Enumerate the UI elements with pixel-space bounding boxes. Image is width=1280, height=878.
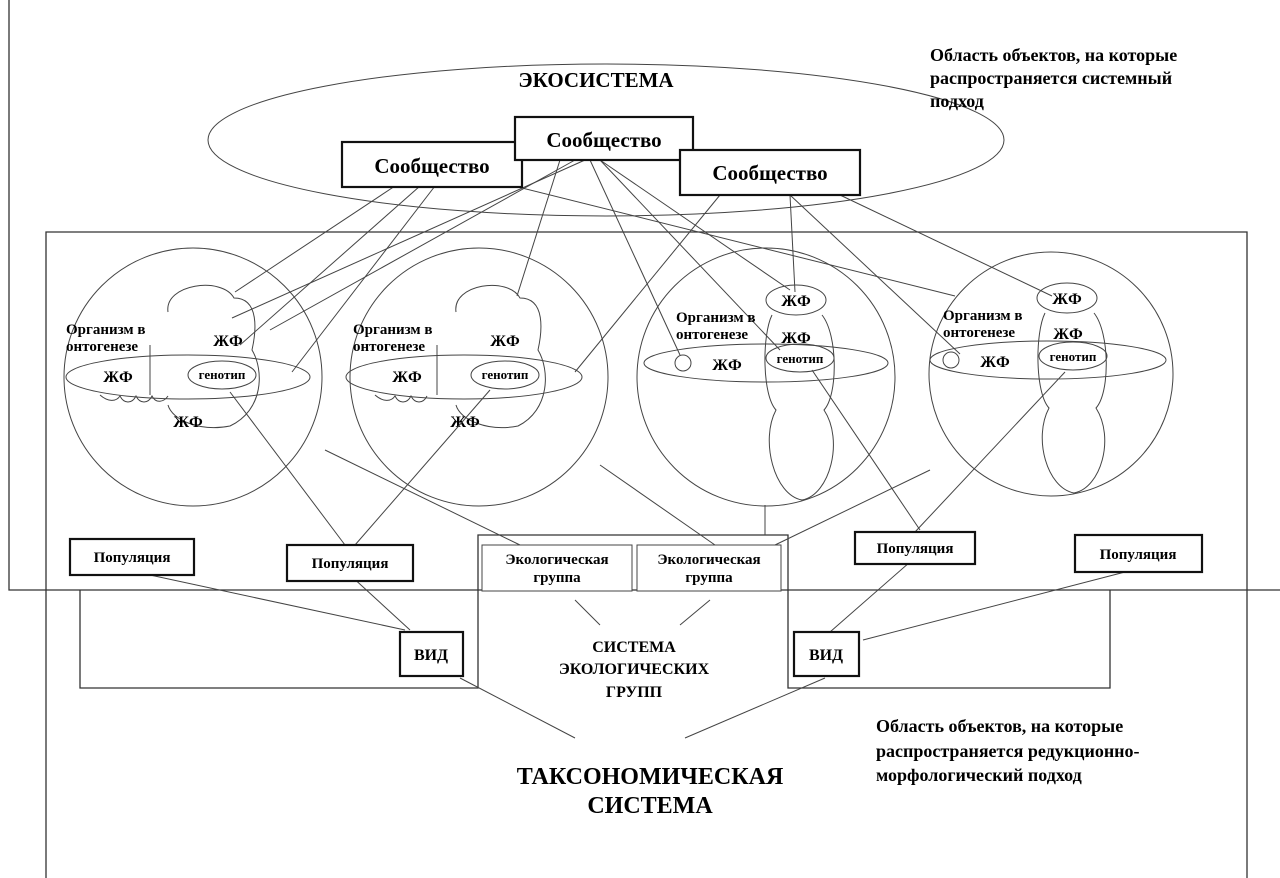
svg-text:ГРУПП: ГРУПП xyxy=(606,684,663,701)
svg-text:морфологический подход: морфологический подход xyxy=(876,765,1082,785)
organism-1: Организм в онтогенезе ЖФ ЖФ генотип ЖФ xyxy=(63,247,323,507)
life-form-label: ЖФ xyxy=(213,333,243,350)
svg-text:СИСТЕМА: СИСТЕМА xyxy=(587,793,713,819)
taxonomic-system-title: ТАКСОНОМИЧЕСКАЯ СИСТЕМА xyxy=(517,764,784,819)
life-form-label: ЖФ xyxy=(1053,326,1083,343)
life-form-label: ЖФ xyxy=(781,330,811,347)
community-box: Сообщество xyxy=(513,115,695,162)
life-form-label: ЖФ xyxy=(1052,291,1082,308)
life-form-label: ЖФ xyxy=(392,369,422,386)
reductionist-area-note: Область объектов, на которые распростран… xyxy=(876,716,1140,785)
organism-label: Организм в xyxy=(943,308,1023,324)
life-form-label: ЖФ xyxy=(490,333,520,350)
community-links xyxy=(231,159,1053,373)
svg-text:подход: подход xyxy=(930,91,984,111)
organism-label: Организм в xyxy=(66,322,146,338)
svg-text:Область объектов, на которые: Область объектов, на которые xyxy=(930,45,1177,65)
organism-2: Организм в онтогенезе ЖФ ЖФ генотип ЖФ xyxy=(345,247,609,507)
svg-text:ЭКОЛОГИЧЕСКИХ: ЭКОЛОГИЧЕСКИХ xyxy=(559,661,710,678)
genotype-label: генотип xyxy=(482,367,529,382)
svg-text:Область объектов, на которые: Область объектов, на которые xyxy=(876,716,1123,736)
eco-groups-frame xyxy=(79,534,1111,689)
population-box: Популяция xyxy=(68,537,196,577)
population-box: Популяция xyxy=(285,543,415,583)
species-box: ВИД xyxy=(792,630,861,678)
ecological-group-label: группа xyxy=(685,570,733,586)
population-box: Популяция xyxy=(853,530,977,566)
ecological-group-label: Экологическая xyxy=(657,552,760,568)
eco-groups-system-label: СИСТЕМА ЭКОЛОГИЧЕСКИХ ГРУПП xyxy=(559,639,710,701)
svg-text:СИСТЕМА: СИСТЕМА xyxy=(592,639,676,656)
svg-text:ТАКСОНОМИЧЕСКАЯ: ТАКСОНОМИЧЕСКАЯ xyxy=(517,764,784,790)
life-form-label: ЖФ xyxy=(103,369,133,386)
community-box: Сообщество xyxy=(678,148,862,197)
population-label: Популяция xyxy=(312,556,389,572)
community-box: Сообщество xyxy=(340,140,524,189)
life-form-label: ЖФ xyxy=(712,357,742,374)
organism-label: онтогенезе xyxy=(66,339,138,355)
community-label: Сообщество xyxy=(546,128,661,152)
species-label: ВИД xyxy=(809,647,843,664)
organism-label: онтогенезе xyxy=(676,327,748,343)
systemic-area-frame xyxy=(8,0,1280,591)
ecosystem-ellipse xyxy=(207,63,1005,217)
svg-text:распространяется редукционно-: распространяется редукционно- xyxy=(876,741,1140,761)
ecological-group-label: группа xyxy=(533,570,581,586)
life-form-label: ЖФ xyxy=(781,293,811,310)
species-box: ВИД xyxy=(398,630,465,678)
genotype-label: генотип xyxy=(199,367,246,382)
organism-label: онтогенезе xyxy=(943,325,1015,341)
ecological-group-label: Экологическая xyxy=(505,552,608,568)
population-label: Популяция xyxy=(1100,547,1177,563)
organism-label: Организм в xyxy=(353,322,433,338)
organism-label: Организм в xyxy=(676,310,756,326)
population-links xyxy=(149,369,1126,739)
ecological-group-box: Экологическая группа xyxy=(636,544,782,592)
life-form-label: ЖФ xyxy=(450,414,480,431)
organism-zone-frame xyxy=(45,231,1248,878)
species-label: ВИД xyxy=(414,647,448,664)
organism-label: онтогенезе xyxy=(353,339,425,355)
community-label: Сообщество xyxy=(374,154,489,178)
genotype-label: генотип xyxy=(1050,349,1097,364)
systemic-area-note: Область объектов, на которые распростран… xyxy=(930,45,1177,111)
community-label: Сообщество xyxy=(712,161,827,185)
life-form-label: ЖФ xyxy=(980,354,1010,371)
population-label: Популяция xyxy=(877,541,954,557)
life-form-label: ЖФ xyxy=(173,414,203,431)
organism-3: Организм в онтогенезе ЖФ ЖФ ЖФ генотип xyxy=(636,247,896,507)
ecosystem-title: ЭКОСИСТЕМА xyxy=(518,68,674,92)
population-label: Популяция xyxy=(94,550,171,566)
svg-text:распространяется системный: распространяется системный xyxy=(930,68,1172,88)
ecological-group-box: Экологическая группа xyxy=(481,544,633,592)
population-box: Популяция xyxy=(1073,533,1204,574)
organism-4: Организм в онтогенезе ЖФ ЖФ ЖФ генотип xyxy=(928,251,1174,497)
genotype-label: генотип xyxy=(777,351,824,366)
